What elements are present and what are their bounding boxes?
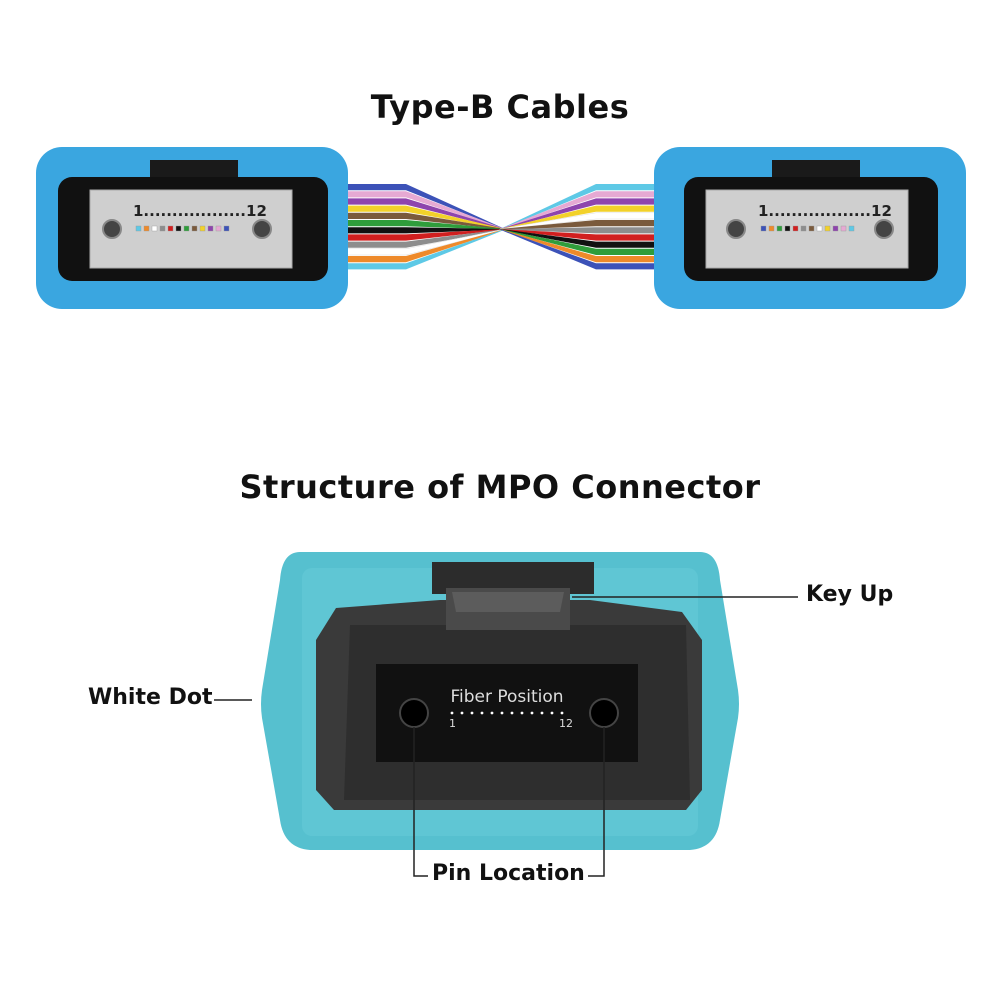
fiber-position-dot (560, 711, 564, 715)
fiber-strand (346, 184, 505, 230)
fiber-color-dot (143, 225, 150, 232)
pin-location-leader-left (413, 727, 428, 877)
mpo-structure-title: Structure of MPO Connector (239, 468, 761, 506)
fiber-color-dot (848, 225, 855, 232)
fiber-color-dot (191, 225, 198, 232)
fiber-strand (346, 227, 505, 234)
right-connector-range-label: 1..................12 (758, 202, 892, 220)
fiber-color-dot (175, 225, 182, 232)
fiber-color-dot (808, 225, 815, 232)
fiber-position-dot (480, 711, 484, 715)
fiber-strand (500, 198, 656, 230)
fiber-strand (346, 220, 505, 230)
right-cable-connector: 1..................12 (654, 147, 966, 309)
left-connector-pin-hole (252, 219, 272, 239)
pin-hole-right (589, 698, 619, 728)
fiber-color-dot (760, 225, 767, 232)
type-b-title: Type-B Cables (370, 88, 630, 126)
fiber-strand (500, 220, 656, 230)
fiber-position-dot (510, 711, 514, 715)
pin-location-leader-right (588, 727, 605, 877)
fiber-strand (346, 191, 505, 230)
fiber-position-dot (550, 711, 554, 715)
fiber-strand (346, 229, 505, 270)
fiber-position-dot (490, 711, 494, 715)
fiber-strand (500, 229, 656, 270)
left-fiber-ribbon (345, 184, 506, 270)
fiber-start-number: 1 (449, 717, 456, 730)
fiber-position-dot (450, 711, 454, 715)
left-connector-range-label: 1..................12 (133, 202, 267, 220)
fiber-strand (346, 229, 505, 248)
fiber-strand (346, 229, 505, 263)
right-connector-pin-hole (874, 219, 894, 239)
fiber-position-dots (450, 711, 564, 715)
fiber-strand (500, 205, 656, 230)
fiber-position-dot (540, 711, 544, 715)
fiber-strand (500, 227, 656, 234)
fiber-strand (500, 184, 656, 230)
fiber-strand (346, 229, 505, 241)
white-dot-callout: White Dot (88, 685, 213, 710)
fiber-strand (346, 198, 505, 230)
fiber-color-dot (167, 225, 174, 232)
fiber-position-dot (500, 711, 504, 715)
fiber-color-dot (824, 225, 831, 232)
fiber-strand (346, 212, 505, 230)
right-connector-pin-hole (726, 219, 746, 239)
pin-location-callout: Pin Location (432, 861, 585, 886)
fiber-strand (500, 229, 656, 255)
fiber-color-dot (776, 225, 783, 232)
fiber-position-dot (520, 711, 524, 715)
fiber-strand (500, 229, 656, 248)
fiber-color-dot (784, 225, 791, 232)
fiber-strand (500, 229, 656, 263)
fiber-color-dot (135, 225, 142, 232)
fiber-position-dot (530, 711, 534, 715)
fiber-color-dot (768, 225, 775, 232)
fiber-color-dot (215, 225, 222, 232)
fiber-color-dot (151, 225, 158, 232)
left-cable-connector: 1..................12 (36, 147, 348, 309)
pin-hole-left (399, 698, 429, 728)
fiber-position-dot (460, 711, 464, 715)
fiber-color-dot (159, 225, 166, 232)
fiber-color-dot (832, 225, 839, 232)
fiber-position-label: Fiber Position (450, 687, 563, 707)
fiber-color-dot (816, 225, 823, 232)
key-up-callout: Key Up (806, 582, 894, 607)
fiber-color-dot (183, 225, 190, 232)
fiber-color-dot (207, 225, 214, 232)
left-connector-pin-hole (102, 219, 122, 239)
fiber-color-dot (840, 225, 847, 232)
fiber-position-dot (470, 711, 474, 715)
left-connector-fiber-dots (135, 225, 230, 232)
fiber-color-dot (800, 225, 807, 232)
fiber-end-number: 12 (559, 717, 573, 730)
right-fiber-ribbon (499, 184, 657, 270)
fiber-strand (500, 229, 656, 241)
fiber-strand (500, 191, 656, 230)
fiber-color-dot (792, 225, 799, 232)
fiber-color-dot (199, 225, 206, 232)
fiber-color-dot (223, 225, 230, 232)
fiber-strand (346, 205, 505, 230)
right-connector-fiber-dots (760, 225, 855, 232)
